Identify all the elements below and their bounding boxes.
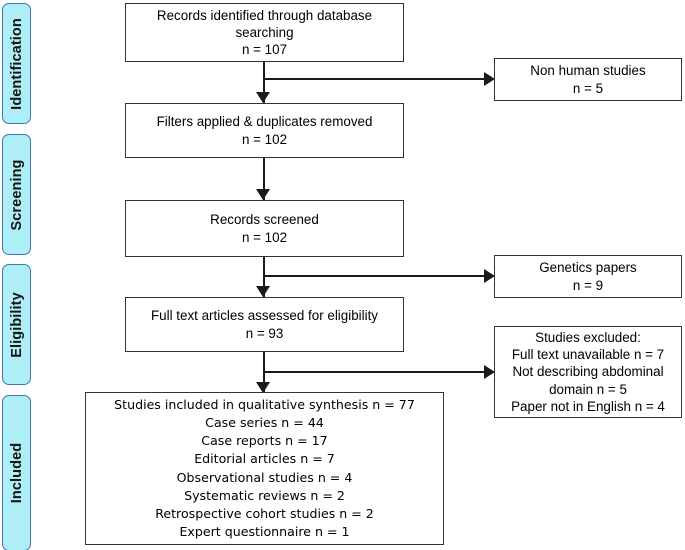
arrowhead-identified-to-filtered	[256, 92, 270, 103]
arrowhead-eligibility-to-excluded	[484, 364, 495, 379]
arrowhead-screened-to-genetics	[484, 268, 495, 283]
summary-line: Editorial articles n = 7	[194, 451, 335, 467]
connector-identified-to-filtered	[263, 62, 266, 104]
box-non-human-studies: Non human studies n = 5	[494, 58, 682, 101]
box-line: n = 102	[241, 131, 288, 147]
summary-line: Case series n = 44	[205, 415, 324, 431]
box-line: Studies excluded:	[535, 330, 641, 346]
stage-eligibility: Eligibility	[2, 264, 31, 385]
box-line: Records screened	[210, 212, 319, 228]
stage-eligibility-label: Eligibility	[8, 291, 25, 358]
box-line: n = 102	[241, 229, 288, 245]
summary-line: Systematic reviews n = 2	[184, 487, 345, 503]
box-line: Genetics papers	[539, 260, 637, 276]
box-records-screened: Records screened n = 102	[125, 200, 404, 257]
box-line: domain n = 5	[549, 381, 627, 397]
arrowhead-identified-to-nonhuman	[484, 71, 495, 86]
connector-identified-to-nonhuman	[263, 78, 486, 81]
box-line: n = 5	[572, 80, 604, 96]
stage-included-label: Included	[8, 442, 25, 504]
box-line: Not describing abdominal	[512, 364, 664, 380]
box-full-text-assessed: Full text articles assessed for eligibil…	[125, 297, 404, 352]
summary-line: Case reports n = 17	[201, 433, 328, 449]
summary-line: Expert questionnaire n = 1	[179, 523, 350, 539]
stage-included: Included	[2, 395, 31, 550]
box-line: n = 9	[572, 277, 604, 293]
stage-screening-label: Screening	[8, 158, 25, 231]
summary-line: Studies included in qualitative synthesi…	[114, 397, 415, 412]
connector-filtered-to-screened	[263, 158, 266, 200]
connector-eligibility-to-excluded	[263, 371, 486, 374]
box-line: n = 93	[245, 325, 284, 341]
stage-identification-label: Identification	[8, 17, 25, 110]
box-genetics-papers: Genetics papers n = 9	[494, 255, 682, 298]
box-line: Filters applied & duplicates removed	[156, 114, 373, 130]
box-line: Full text articles assessed for eligibil…	[151, 308, 378, 324]
arrowhead-filtered-to-screened	[256, 189, 270, 200]
summary-line: Observational studies n = 4	[176, 469, 353, 485]
summary-line: Retrospective cohort studies n = 2	[155, 505, 374, 521]
arrowhead-screened-to-eligibility	[256, 286, 270, 297]
stage-screening: Screening	[2, 134, 31, 255]
box-line: Paper not in English n = 4	[511, 398, 665, 414]
box-filters-duplicates: Filters applied & duplicates removed n =…	[125, 103, 404, 158]
box-line: Records identified through database	[156, 7, 373, 23]
box-line: Full text unavailable n = 7	[511, 347, 665, 363]
connector-screened-to-genetics	[263, 275, 486, 278]
box-line: searching	[235, 24, 294, 40]
box-line: n = 107	[241, 42, 288, 57]
box-records-identified: Records identified through database sear…	[125, 3, 404, 62]
box-line: Non human studies	[530, 63, 646, 79]
box-studies-included: Studies included in qualitative synthesi…	[85, 392, 444, 545]
arrowhead-eligibility-to-included	[256, 382, 270, 393]
box-studies-excluded: Studies excluded: Full text unavailable …	[494, 326, 682, 418]
stage-identification: Identification	[2, 3, 31, 124]
